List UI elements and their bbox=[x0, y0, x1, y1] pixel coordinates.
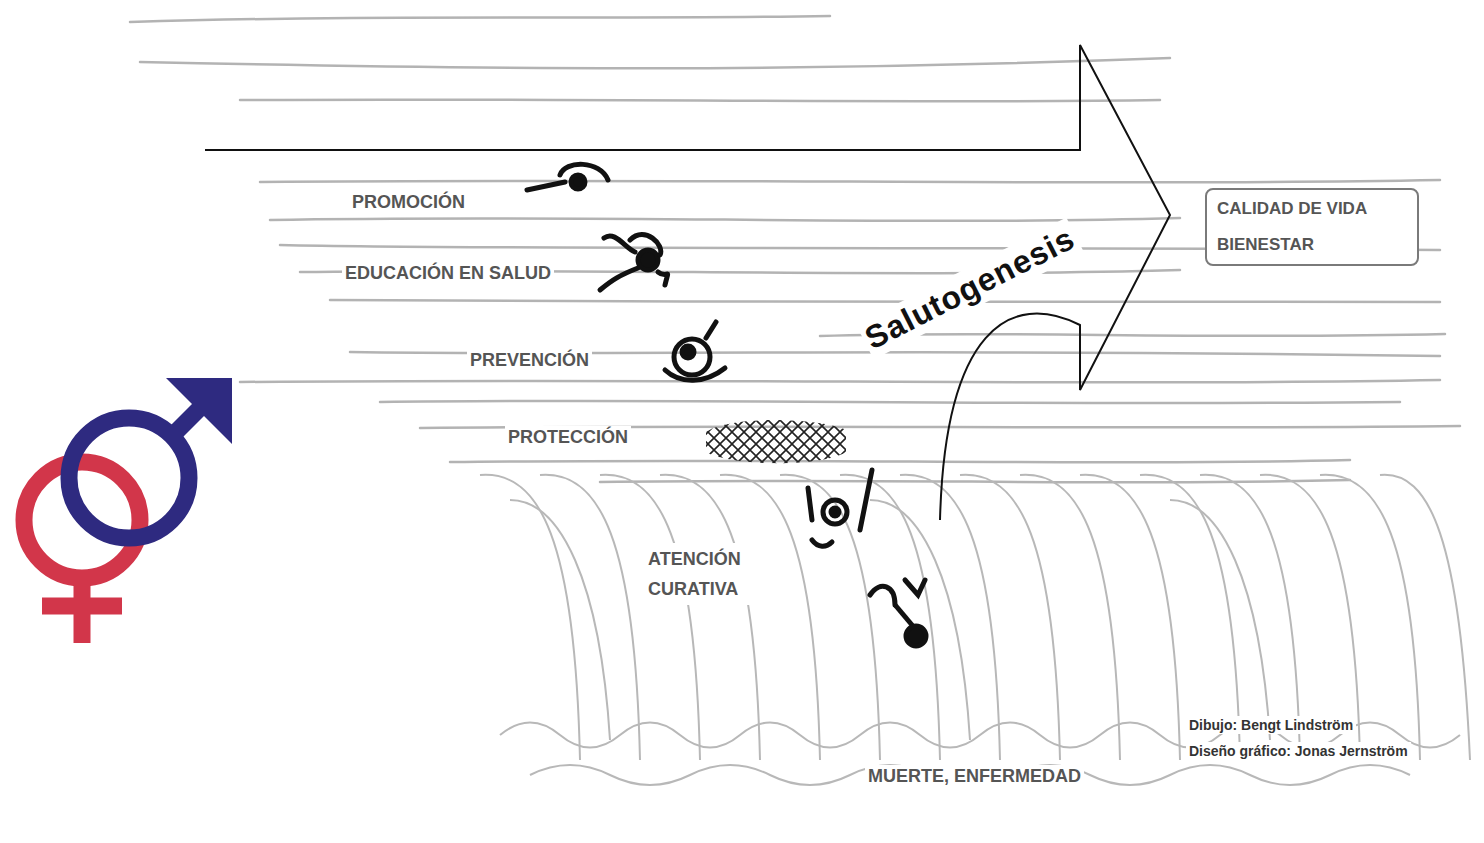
gender-symbol bbox=[24, 378, 232, 643]
arrow-title: Salutogenesis bbox=[856, 217, 1084, 359]
result-box: CALIDAD DE VIDA BIENESTAR bbox=[1205, 188, 1419, 266]
waterfall bbox=[480, 475, 1470, 785]
box-text: CALIDAD DE VIDA BIENESTAR bbox=[1217, 191, 1407, 263]
outcome-label: MUERTE, ENFERMEDAD bbox=[865, 765, 1084, 788]
protection-net bbox=[706, 420, 846, 463]
credit-note: Dibujo: Bengt Lindström bbox=[1186, 716, 1356, 734]
salutogenesis-arrow bbox=[205, 45, 1170, 520]
stage-label: PROMOCIÓN bbox=[349, 191, 468, 214]
stage-label: ATENCIÓN CURATIVA bbox=[645, 543, 761, 605]
stage-label: EDUCACIÓN EN SALUD bbox=[342, 262, 554, 285]
river-streaks bbox=[130, 16, 1460, 482]
swimmer-figures bbox=[527, 164, 926, 646]
stage-label: PREVENCIÓN bbox=[467, 349, 592, 372]
credit-note: Diseño gráfico: Jonas Jernström bbox=[1186, 742, 1411, 760]
stage-label: PROTECCIÓN bbox=[505, 426, 631, 449]
